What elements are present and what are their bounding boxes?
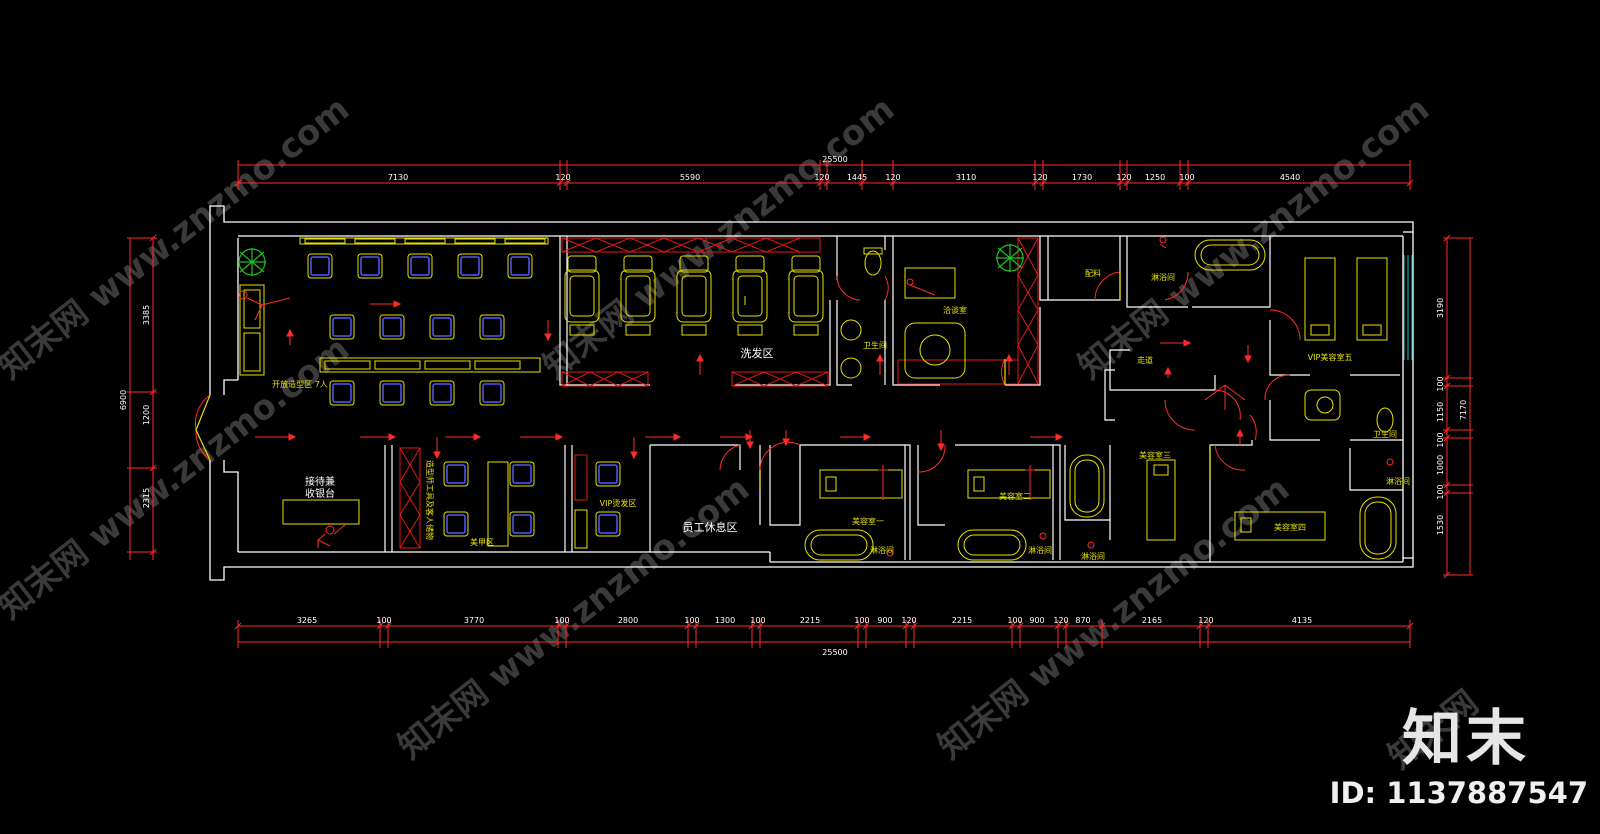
dim-top-seg: 4540 <box>1280 173 1300 182</box>
svg-text:知末网 www.znzmo.com: 知末网 www.znzmo.com <box>0 329 357 627</box>
image-id: ID: 1137887547 <box>1329 776 1588 810</box>
dim-bottom-seg: 2165 <box>1142 616 1162 625</box>
exterior-walls <box>209 205 1414 581</box>
dim-top-seg: 120 <box>1116 173 1131 182</box>
dim-right-seg: 3190 <box>1436 298 1445 318</box>
dim-top-seg: 120 <box>1032 173 1047 182</box>
dim-right-seg: 1000 <box>1436 455 1445 475</box>
dim-bottom-seg: 870 <box>1075 616 1090 625</box>
dim-right-total: 7170 <box>1459 400 1468 420</box>
label-shower-5: 淋浴间 <box>1386 476 1410 486</box>
dim-top-seg: 1445 <box>847 173 867 182</box>
dim-right-segments: 3190 100 1150 100 1000 100 1530 <box>1436 298 1445 535</box>
label-toilet-1: 卫生间 <box>863 340 887 350</box>
dim-bottom-seg: 100 <box>554 616 569 625</box>
dim-bottom-seg: 100 <box>1007 616 1022 625</box>
dimension-text: 25500 25500 6900 7170 <box>119 155 1468 657</box>
dim-bottom-seg: 3770 <box>464 616 484 625</box>
door-leaves <box>195 272 1211 490</box>
dimension-ticks <box>127 160 1473 648</box>
dim-top-seg: 120 <box>885 173 900 182</box>
dim-top-seg: 120 <box>814 173 829 182</box>
dim-left-seg: 1200 <box>142 405 151 425</box>
label-toilet-2: 卫生间 <box>1373 429 1397 439</box>
dim-right-seg: 100 <box>1436 432 1445 447</box>
dim-top-seg: 5590 <box>680 173 700 182</box>
dim-bottom-seg: 120 <box>1198 616 1213 625</box>
label-beauty-1: 美容室一 <box>852 516 884 526</box>
dim-top-seg: 120 <box>555 173 570 182</box>
dim-bottom-seg: 100 <box>750 616 765 625</box>
label-wash-area: 洗发区 <box>741 346 774 360</box>
dim-left-seg: 3385 <box>142 305 151 325</box>
svg-text:知末网 www.znzmo.com: 知末网 www.znzmo.com <box>1071 89 1437 387</box>
svg-text:知末网 www.znzmo.com: 知末网 www.znzmo.com <box>391 469 757 767</box>
dim-bottom-seg: 120 <box>1053 616 1068 625</box>
dim-right-seg: 1150 <box>1436 402 1445 422</box>
dim-bottom-seg: 900 <box>1029 616 1044 625</box>
room-labels: 开放造型区 7人 洗发区 接待兼 收银台 造型师工具及客人储物 美甲区 VIP烫… <box>272 268 1410 561</box>
watermarks: 知末网 www.znzmo.com 知末网 www.znzmo.com 知末网 … <box>0 89 1486 777</box>
brand-logo: 知末 <box>1402 704 1530 774</box>
label-beauty-4: 美容室四 <box>1274 522 1306 532</box>
label-staff-rest: 员工休息区 <box>683 520 738 534</box>
plants <box>238 244 1024 276</box>
dim-top-total: 25500 <box>822 155 847 164</box>
dim-bottom-seg: 100 <box>684 616 699 625</box>
label-vip-perm: VIP烫发区 <box>600 498 637 508</box>
dim-bottom-seg: 4135 <box>1292 616 1312 625</box>
dim-left-total: 6900 <box>119 390 128 410</box>
dim-top-seg: 100 <box>1179 173 1194 182</box>
label-shower-3: 淋浴间 <box>1028 545 1052 555</box>
dim-bottom-seg: 1300 <box>715 616 735 625</box>
cabinets <box>399 237 1039 549</box>
dim-top-segments: 7130 120 5590 120 1445 120 3110 120 1730 120 1250 1… <box>388 173 1300 182</box>
label-corridor: 走道 <box>1137 355 1153 365</box>
glass-window <box>1403 255 1413 360</box>
figures <box>238 236 1394 557</box>
dim-bottom-seg: 100 <box>376 616 391 625</box>
furniture <box>239 237 1397 561</box>
dim-bottom-seg: 900 <box>877 616 892 625</box>
label-nail-area: 美甲区 <box>470 537 494 547</box>
label-shower-2: 淋浴间 <box>870 545 894 555</box>
dim-right-seg: 1530 <box>1436 515 1445 535</box>
label-dispense: 配料 <box>1085 268 1101 278</box>
label-shower-4: 淋浴间 <box>1081 551 1105 561</box>
svg-text:知末网 www.znzmo.com: 知末网 www.znzmo.com <box>931 469 1297 767</box>
dim-bottom-seg: 2215 <box>952 616 972 625</box>
dim-top-seg: 7130 <box>388 173 408 182</box>
label-beauty-2: 美容室二 <box>999 491 1031 501</box>
dimension-lines <box>129 164 1471 643</box>
circulation-arrows <box>255 300 1252 460</box>
dim-left-seg: 2315 <box>142 488 151 508</box>
dim-top-seg: 1250 <box>1145 173 1165 182</box>
dim-bottom-segments: 3265 100 3770 100 2800 100 1300 100 2215 100 900 12… <box>297 616 1312 625</box>
dim-right-seg: 100 <box>1436 376 1445 391</box>
dim-top-seg: 3110 <box>956 173 976 182</box>
label-reception-2: 收银台 <box>305 487 335 500</box>
label-wait-area: 开放造型区 7人 <box>272 379 328 389</box>
dim-bottom-total: 25500 <box>822 648 847 657</box>
label-consult: 洽谈室 <box>943 305 967 315</box>
dim-bottom-seg: 120 <box>901 616 916 625</box>
salon-chairs <box>307 253 621 537</box>
label-vip-beauty: VIP美容室五 <box>1308 352 1353 362</box>
dim-left-segments: 3385 1200 2315 <box>142 305 151 508</box>
doors <box>194 271 1301 473</box>
dim-bottom-seg: 2800 <box>618 616 638 625</box>
label-cabinet: 造型师工具及客人储物 <box>425 460 435 540</box>
label-beauty-3: 美容室三 <box>1139 450 1171 460</box>
dim-bottom-seg: 2215 <box>800 616 820 625</box>
dim-top-seg: 1730 <box>1072 173 1092 182</box>
label-shower-1: 淋浴间 <box>1151 272 1175 282</box>
label-reception-1: 接待兼 <box>305 475 335 488</box>
dim-right-seg: 100 <box>1436 484 1445 499</box>
dim-bottom-seg: 3265 <box>297 616 317 625</box>
dim-bottom-seg: 100 <box>854 616 869 625</box>
